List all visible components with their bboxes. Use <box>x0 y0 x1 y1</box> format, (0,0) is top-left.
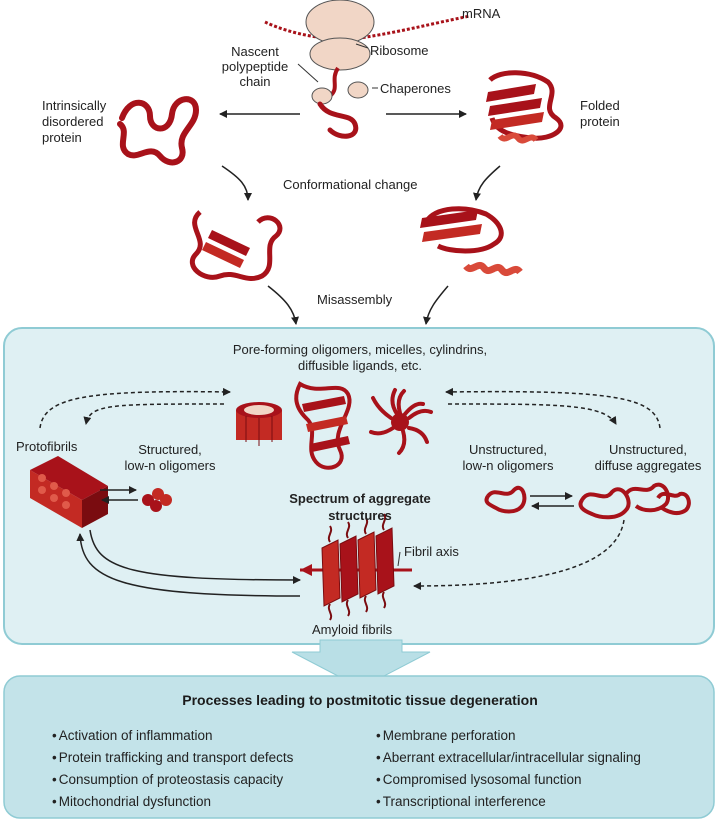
process-item: Transcriptional interference <box>376 791 641 813</box>
mrna-label: mRNA <box>462 6 501 21</box>
processes-title: Processes leading to postmitotic tissue … <box>182 692 538 708</box>
conformational-change-label: Conformational change <box>283 177 418 192</box>
ribosome-icon <box>264 0 471 98</box>
structured-oligomers-label: Structured, low-n oligomers <box>124 442 216 473</box>
disordered-protein-shape <box>117 96 200 166</box>
nascent-chain-label: Nascent polypeptide chain <box>221 44 289 89</box>
protofibril-icon <box>30 456 108 528</box>
misassembly-label: Misassembly <box>317 292 393 307</box>
amyloid-fibril-icon <box>300 513 412 621</box>
down-arrow <box>291 639 431 689</box>
process-item: Activation of inflammation <box>52 725 293 747</box>
spectrum-label: Spectrum of aggregate structures <box>289 491 431 523</box>
ribosome-label: Ribosome <box>370 43 429 58</box>
diffuse-aggregates-icon <box>578 482 691 520</box>
process-item: Membrane perforation <box>376 725 641 747</box>
amyloid-fibrils-label: Amyloid fibrils <box>312 622 393 637</box>
structured-oligomer-icon <box>142 488 172 512</box>
process-item: Aberrant extracellular/intracellular sig… <box>376 747 641 769</box>
protofibrils-label: Protofibrils <box>16 439 78 454</box>
process-item: Consumption of proteostasis capacity <box>52 769 293 791</box>
pore-forming-label: Pore-forming oligomers, micelles, cylind… <box>232 342 488 373</box>
process-item: Compromised lysosomal function <box>376 769 641 791</box>
process-item: Mitochondrial dysfunction <box>52 791 293 813</box>
aggregate-panel <box>3 327 715 645</box>
micelle-icon <box>369 388 433 455</box>
process-item: Protein trafficking and transport defect… <box>52 747 294 769</box>
cylindrin-icon <box>236 402 282 446</box>
misfolded-folded-shape <box>420 206 523 276</box>
fibril-axis-label: Fibril axis <box>404 544 459 559</box>
processes-list-right: Membrane perforation Aberrant extracellu… <box>376 725 641 813</box>
folded-protein-shape <box>486 70 564 144</box>
unstructured-oligomer-icon <box>484 486 527 514</box>
twisted-oligomer-icon <box>294 381 352 470</box>
chaperones-label: Chaperones <box>380 81 451 96</box>
misfolded-disordered-shape <box>189 210 283 282</box>
folded-protein-label: Folded protein <box>580 98 620 129</box>
nascent-chain-shape <box>317 101 359 139</box>
idp-label: Intrinsically disordered protein <box>42 98 107 145</box>
unstructured-oligomers-label: Unstructured, low-n oligomers <box>462 442 554 473</box>
chaperones-icon <box>311 81 369 105</box>
processes-list-left: Activation of inflammation Protein traff… <box>52 725 294 813</box>
unstructured-aggregates-label: Unstructured, diffuse aggregates <box>594 442 702 473</box>
